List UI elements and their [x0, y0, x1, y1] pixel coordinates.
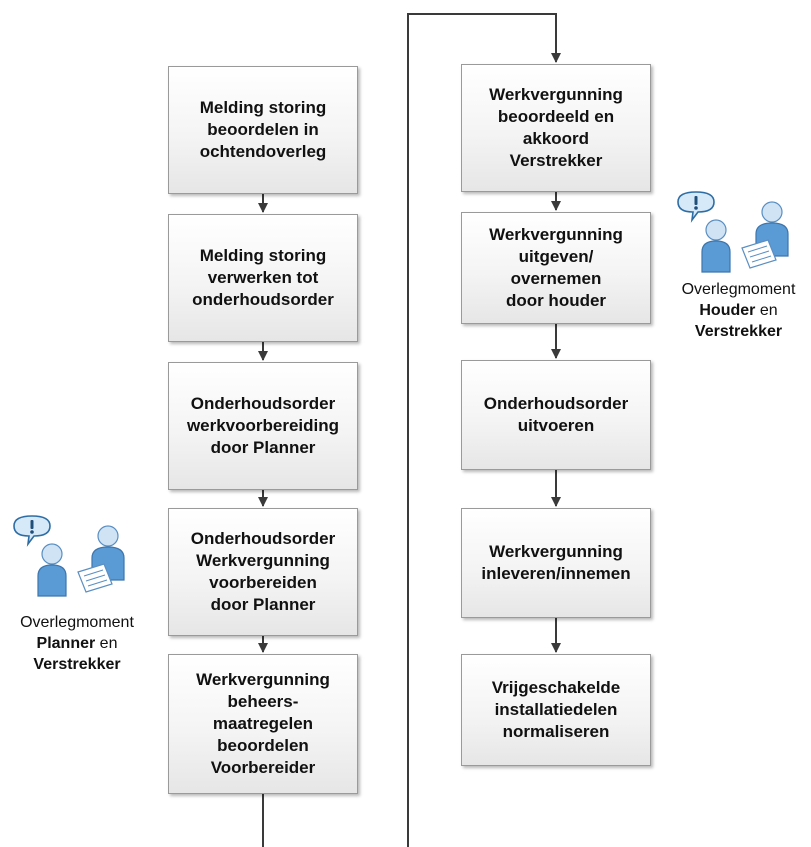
- meeting-icon-right: [672, 190, 796, 274]
- step-box-10: Vrijgeschakelde installatiedelen normali…: [461, 654, 651, 766]
- step-label: Melding storing beoordelen in ochtendove…: [199, 98, 327, 161]
- step-label: Melding storing verwerken tot onderhouds…: [192, 246, 334, 309]
- step-box-2: Melding storing verwerken tot onderhouds…: [168, 214, 358, 342]
- caption-joiner: en: [759, 302, 778, 319]
- step-label: Onderhoudsorder werkvoorbereiding door P…: [186, 394, 340, 457]
- step-label: Onderhoudsorder Werkvergunning voorberei…: [190, 529, 336, 614]
- document-icon: [741, 239, 777, 269]
- step-label: Werkvergunning beoordeeld en akkoord Ver…: [489, 85, 623, 170]
- caption-line: Verstrekker: [2, 654, 152, 675]
- person-at-desk-icon: [741, 201, 789, 269]
- step-label: Werkvergunning beheers- maatregelen beoo…: [196, 670, 330, 777]
- step-label: Werkvergunning uitgeven/ overnemen door …: [489, 225, 623, 310]
- connector-to-right-column: [407, 13, 561, 847]
- step-box-4: Onderhoudsorder Werkvergunning voorberei…: [168, 508, 358, 636]
- caption-line: Planner en: [2, 633, 152, 654]
- step-box-6: Werkvergunning beoordeeld en akkoord Ver…: [461, 64, 651, 192]
- caption-line: Houder en: [666, 300, 811, 321]
- caption-role-2: Verstrekker: [694, 323, 783, 340]
- caption-role-2: Verstrekker: [33, 656, 121, 673]
- step-label: Onderhoudsorder uitvoeren: [483, 394, 629, 435]
- caption-line: Overlegmoment: [20, 614, 134, 631]
- caption-role: Planner: [36, 635, 96, 652]
- step-box-3: Onderhoudsorder werkvoorbereiding door P…: [168, 362, 358, 490]
- step-box-5: Werkvergunning beheers- maatregelen beoo…: [168, 654, 358, 794]
- meeting-caption-left: Overlegmoment Planner en Verstrekker: [2, 612, 152, 675]
- person-icon: [37, 543, 67, 597]
- step-label: Werkvergunning inleveren/innemen: [481, 542, 631, 583]
- step-label: Vrijgeschakelde installatiedelen normali…: [491, 678, 621, 741]
- meeting-caption-right: Overlegmoment Houder en Verstrekker: [666, 279, 811, 342]
- caption-joiner: en: [99, 635, 118, 652]
- step-box-7: Werkvergunning uitgeven/ overnemen door …: [461, 212, 651, 324]
- speech-bubble-icon: [13, 515, 51, 547]
- speech-bubble-icon: [677, 191, 715, 223]
- person-at-desk-icon: [77, 525, 125, 593]
- caption-line: Overlegmoment: [681, 281, 796, 298]
- person-icon: [701, 219, 731, 273]
- caption-role: Houder: [699, 302, 756, 319]
- document-icon: [77, 563, 113, 593]
- caption-line: Verstrekker: [666, 321, 811, 342]
- step-box-1: Melding storing beoordelen in ochtendove…: [168, 66, 358, 194]
- step-box-8: Onderhoudsorder uitvoeren: [461, 360, 651, 470]
- meeting-icon-left: [8, 514, 132, 598]
- step-box-9: Werkvergunning inleveren/innemen: [461, 508, 651, 618]
